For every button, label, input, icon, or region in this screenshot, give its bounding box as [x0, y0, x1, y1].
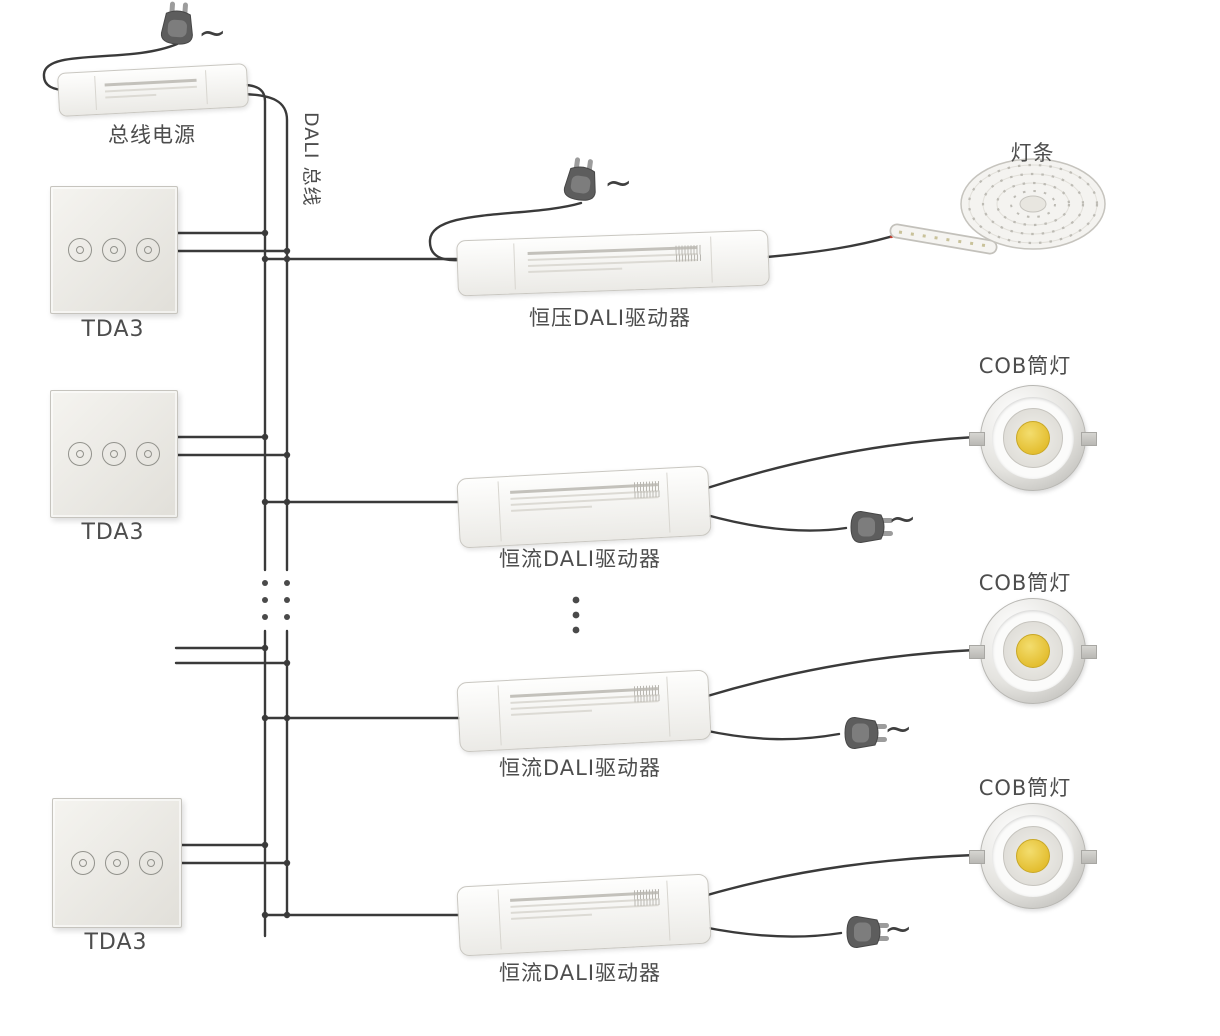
psu-print: [104, 75, 197, 103]
cv-print: [527, 242, 698, 277]
ac-symbol: ~: [604, 163, 633, 203]
power-plug-icon: [562, 155, 601, 203]
wire-cc3-to-mains: [701, 925, 843, 938]
cob-mount-tab: [969, 432, 985, 446]
cv-driver-label: 恒压DALI驱动器: [528, 306, 692, 330]
cv-dali-driver: [456, 229, 770, 297]
wire-group: [42, 42, 977, 938]
touch-panel-2: [50, 390, 178, 518]
cc-print-line: [511, 913, 593, 920]
ellipsis-dots-drivers: [572, 596, 580, 634]
cob-mount-tab: [1081, 645, 1097, 659]
wire-dali-bus-b: [241, 92, 289, 572]
wire-cc1-to-cob1: [702, 435, 977, 491]
cv-print-line: [528, 259, 698, 267]
panel-button: [102, 442, 126, 466]
wire-mains-to-psu: [42, 42, 179, 92]
cob-downlight-3: [969, 803, 1097, 909]
cob-mount-tab: [969, 645, 985, 659]
cc-dali-driver-1: [456, 465, 712, 549]
panel-button: [102, 238, 126, 262]
ac-symbol: ~: [884, 709, 913, 749]
touch-panel-3-label: TDA3: [84, 930, 148, 955]
wire-cc3-to-cob3: [702, 853, 977, 898]
panel-button: [105, 851, 129, 875]
power-plug-icon: [846, 915, 890, 949]
cob-led-core: [1016, 839, 1050, 873]
cc-seam: [666, 472, 671, 533]
ac-symbol: ~: [884, 909, 913, 949]
cob-ring: [992, 610, 1074, 692]
touch-panel-1-label: TDA3: [81, 317, 145, 342]
cob-mount-tab: [1081, 432, 1097, 446]
psu-seam: [94, 76, 97, 111]
cv-seam: [513, 243, 516, 290]
cc-driver-3-label: 恒流DALI驱动器: [498, 961, 662, 985]
panel-button: [68, 238, 92, 262]
touch-panel-1: [50, 186, 178, 314]
cc-seam: [666, 880, 671, 941]
ac-symbol: ~: [198, 13, 227, 53]
cv-seam: [710, 236, 713, 283]
cob-ring: [992, 397, 1074, 479]
cob-downlight-2-label: COB筒灯: [978, 571, 1072, 595]
cob-downlight-1-label: COB筒灯: [978, 354, 1072, 378]
led-strip-coil: [889, 158, 1106, 255]
cc-dali-driver-3: [456, 873, 712, 957]
cc-print-line: [511, 505, 593, 512]
cob-bezel: [1003, 826, 1063, 886]
cob-mount-tab: [1081, 850, 1097, 864]
cv-print-line: [528, 267, 622, 273]
psu-print-line: [105, 93, 156, 99]
cob-downlight-2: [969, 598, 1097, 704]
cc-barcode: [633, 481, 661, 499]
cc-seam: [497, 889, 502, 950]
psu-print-line: [104, 85, 197, 93]
bus-power-label: 总线电源: [108, 123, 196, 147]
panel-button: [68, 442, 92, 466]
wire-cc2-to-cob2: [702, 648, 977, 699]
psu-print-line: [104, 78, 197, 87]
junction-dots: [261, 229, 291, 919]
panel-button: [136, 238, 160, 262]
cc-seam: [666, 676, 671, 737]
cc-seam: [497, 481, 502, 542]
dali-bus-label: DALI 总线: [300, 112, 322, 207]
wire-dali-bus-a: [241, 83, 267, 572]
cob-downlight-1: [969, 385, 1097, 491]
power-plug-icon: [844, 716, 888, 750]
wire-cc1-to-mains: [701, 512, 848, 532]
cv-barcode: [675, 244, 702, 262]
touch-panel-2-label: TDA3: [81, 520, 145, 545]
cc-barcode: [633, 889, 661, 907]
psu-seam: [205, 70, 208, 105]
cc-driver-1-label: 恒流DALI驱动器: [498, 547, 662, 571]
cob-bezel: [1003, 408, 1063, 468]
cob-ring: [992, 815, 1074, 897]
cc-print-line: [511, 709, 593, 716]
cc-seam: [497, 685, 502, 746]
cob-bezel: [1003, 621, 1063, 681]
wire-cv-driver-to-strip: [765, 234, 895, 259]
panel-button: [136, 442, 160, 466]
ellipsis-dots-bus: [262, 580, 290, 620]
wire-mains-to-cv-driver: [428, 201, 583, 262]
ac-symbol: ~: [888, 499, 917, 539]
panel-button: [71, 851, 95, 875]
cob-mount-tab: [969, 850, 985, 864]
panel-button: [139, 851, 163, 875]
touch-panel-3: [52, 798, 182, 928]
cc-driver-2-label: 恒流DALI驱动器: [498, 756, 662, 780]
power-plug-icon: [850, 510, 894, 544]
wire-cc2-to-mains: [701, 728, 841, 741]
cob-led-core: [1016, 634, 1050, 668]
cob-downlight-3-label: COB筒灯: [978, 776, 1072, 800]
led-strip-label: 灯条: [1010, 141, 1055, 165]
power-plug-icon: [160, 0, 196, 46]
cc-barcode: [633, 685, 661, 703]
cc-dali-driver-2: [456, 669, 712, 753]
cob-led-core: [1016, 421, 1050, 455]
